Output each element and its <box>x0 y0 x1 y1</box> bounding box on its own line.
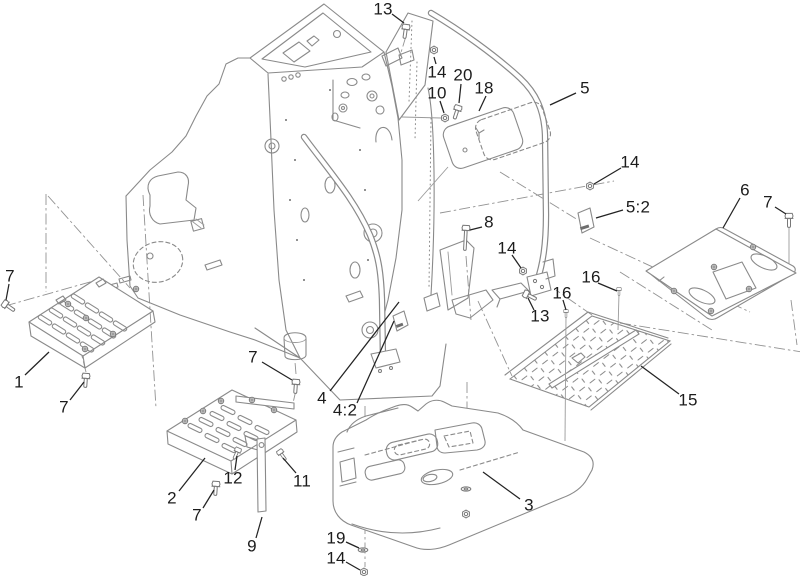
callout-7-plate6: 7 <box>763 192 773 212</box>
part-15-tread-plate <box>504 311 672 411</box>
callout-7-left-top: 7 <box>5 266 15 286</box>
part-1-plate <box>28 276 156 369</box>
leader-line-11 <box>282 457 297 474</box>
callout-4-2: 4:2 <box>332 400 358 420</box>
callout-12: 12 <box>223 468 243 488</box>
callout-2: 2 <box>167 488 177 508</box>
leader-line-13-mid <box>527 297 535 311</box>
leader-line-5 <box>549 92 577 106</box>
leader-line-4 <box>329 301 400 392</box>
callout-13-mid: 13 <box>530 306 550 326</box>
leader-line-14-mid <box>511 254 522 269</box>
callout-13-top: 13 <box>373 0 393 19</box>
callout-3: 3 <box>524 495 534 515</box>
leader-line-7-plate2 <box>202 489 215 509</box>
leader-line-16-left <box>562 299 567 311</box>
leader-line-14-top <box>433 56 437 65</box>
callout-14-top: 14 <box>427 62 447 82</box>
callout-10: 10 <box>427 83 447 103</box>
part-18-box <box>417 101 552 202</box>
leader-line-7-plate6 <box>774 206 787 215</box>
part-6-plate <box>645 226 797 321</box>
callout-14-bottom: 14 <box>326 548 346 568</box>
part-9-strip <box>256 437 267 513</box>
leader-line-10 <box>439 100 445 114</box>
leader-line-1 <box>24 351 50 376</box>
machine-chassis <box>105 3 530 401</box>
callout-7-mid: 7 <box>248 347 258 367</box>
callout-1: 1 <box>14 372 24 392</box>
leader-line-12 <box>234 455 238 471</box>
leader-line-2 <box>178 457 206 492</box>
callout-15: 15 <box>678 390 698 410</box>
part-5-rops-bar <box>427 9 556 297</box>
leader-line-14-right <box>593 167 622 185</box>
callout-8: 8 <box>484 212 494 232</box>
callout-5: 5 <box>580 78 590 98</box>
callout-11: 11 <box>292 471 312 491</box>
leader-line-14-bottom <box>345 561 361 571</box>
leader-line-7-left-top <box>5 283 10 301</box>
callout-7-plate1: 7 <box>59 397 69 417</box>
part-4-2-decal <box>392 310 409 332</box>
callout-14-right: 14 <box>620 152 640 172</box>
part-3-tank <box>332 399 594 550</box>
leader-line-7-mid <box>261 361 293 381</box>
leader-line-4-2 <box>356 320 395 404</box>
leader-line-19 <box>345 541 360 549</box>
part-5-2-decal <box>577 207 595 234</box>
leader-line-18 <box>478 95 487 112</box>
callout-4: 4 <box>317 388 327 408</box>
callout-6: 6 <box>740 180 750 200</box>
leader-line-6 <box>722 197 741 229</box>
callout-16-left: 16 <box>552 283 572 303</box>
leader-line-7-plate1 <box>69 381 85 401</box>
leader-line-15 <box>640 365 680 395</box>
leader-line-3 <box>482 471 521 500</box>
callout-7-plate2: 7 <box>192 505 202 525</box>
leader-line-13-top <box>391 13 405 24</box>
leader-line-16-right <box>597 282 618 292</box>
leader-line-20 <box>458 83 462 104</box>
callout-18: 18 <box>474 78 494 98</box>
hardware-icons <box>0 23 794 576</box>
callout-5-2: 5:2 <box>625 197 651 217</box>
callout-14-mid: 14 <box>497 238 517 258</box>
callout-19: 19 <box>326 528 346 548</box>
callout-20: 20 <box>453 65 473 85</box>
leader-line-5-2 <box>595 209 624 219</box>
leader-line-8 <box>469 226 483 231</box>
leader-line-9 <box>255 516 263 539</box>
rops-left-post <box>300 133 401 373</box>
callout-16-right: 16 <box>581 267 601 287</box>
callout-9: 9 <box>247 536 257 556</box>
